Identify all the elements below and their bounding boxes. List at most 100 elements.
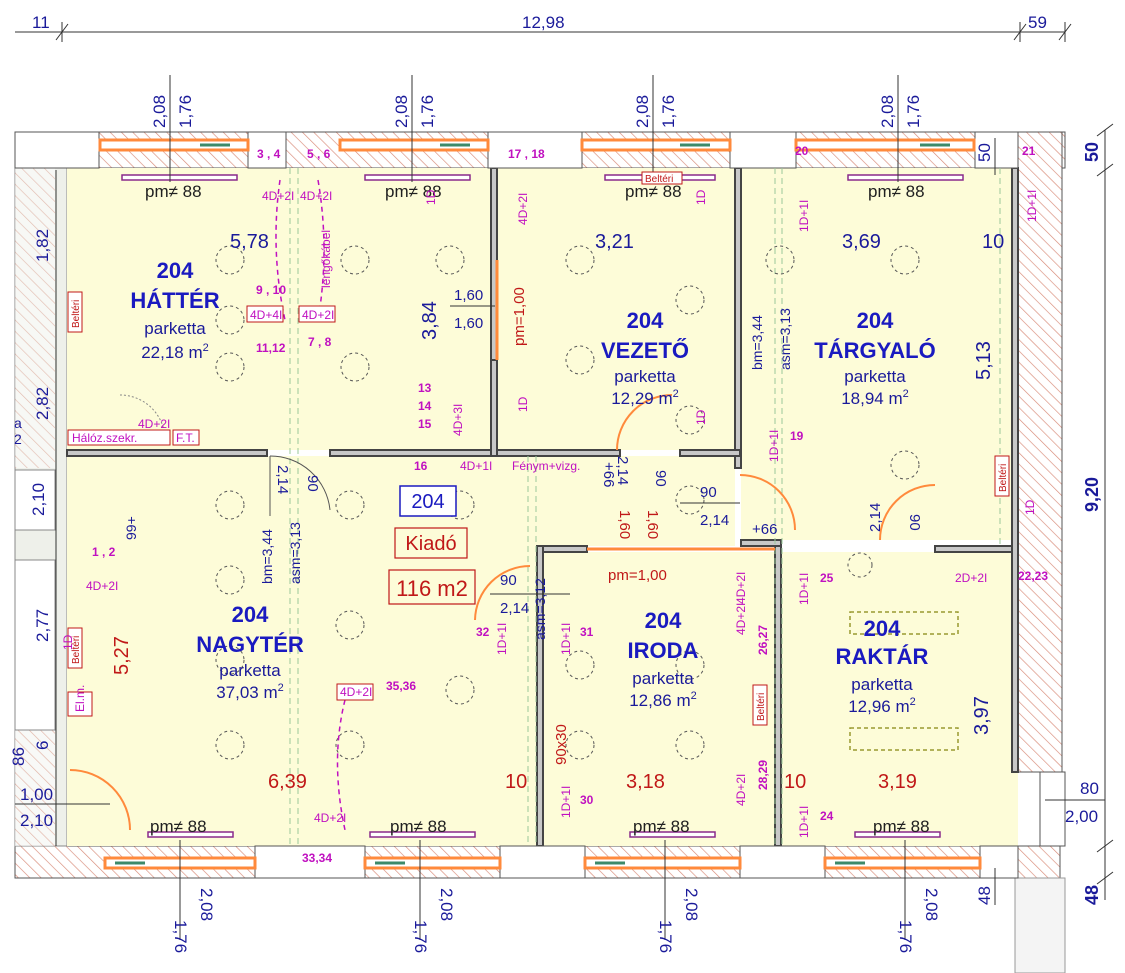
room-labels: 204 HÁTTÉR parketta 22,18 m2 204 VEZETŐ …: [130, 258, 935, 716]
window-top-3: [580, 138, 732, 152]
room-raktar: 204 RAKTÁR parketta 12,96 m2: [836, 616, 929, 716]
pm-labels: pm≠ 88 pm≠ 88 pm≠ 88 pm≠ 88 pm≠ 88 pm≠ 8…: [145, 182, 930, 836]
outlet-label: 4D+3I: [451, 404, 465, 436]
pm-label: pm≠ 88: [625, 182, 682, 201]
misc-labels: pm=1,00 pm=1,00 bm=3,44 asm=3,13 bm=3,44…: [123, 287, 793, 765]
room-name: VEZETŐ: [601, 338, 689, 363]
outlet-label: 4D+2I: [734, 603, 748, 635]
halozszekr-label: Hálóz.szekr.: [72, 431, 137, 445]
window-top-2: [338, 138, 490, 152]
room-fills: [67, 168, 1018, 846]
outlet-label: 4D+2I: [302, 308, 334, 322]
small-boxed-labels: Hálóz.szekr. F.T. El.m. Beltéri Beltéri …: [67, 171, 1048, 726]
door-label: 90: [906, 514, 923, 531]
room-height-nagyter: 5,27: [111, 636, 133, 675]
bm-label: bm=3,44: [749, 315, 765, 370]
room-extra-nagyter: 10: [505, 771, 527, 793]
room-area: 22,18 m2: [141, 342, 209, 362]
door-label: 90: [304, 475, 321, 492]
outlet-label: 4D+2I: [734, 774, 748, 806]
outlet-labels: 3 , 4 5 , 6 17 , 18 20 21 4D+2I 4D+2I 1D…: [61, 144, 1039, 865]
fenym-label: Fénym+vizg.: [512, 459, 580, 473]
door-size-label: 90x30: [553, 724, 570, 765]
unit-number: 204: [411, 491, 444, 513]
door-label: 2,14: [274, 465, 291, 494]
top-dimension-line: 11 12,98 59: [15, 13, 1072, 42]
cable-lines: [275, 179, 346, 831]
left-dimensions: 1,82 2,82 2,10 2,77 6 86 1,00 2,10 a 2: [9, 170, 110, 846]
top-window-dims: 2,08 1,76 2,08 1,76 2,08 1,76 2,08 1,76: [150, 75, 923, 182]
outlet-label: 16: [414, 459, 428, 473]
win-dim-a: 2,08: [392, 95, 411, 128]
door-label: 2,14: [700, 512, 729, 529]
room-targyalo: 204 TÁRGYALÓ parketta 18,94 m2: [814, 308, 935, 408]
left-dim-5: 6: [33, 741, 52, 750]
outlet-label: 35,36: [386, 679, 416, 693]
door-label: 1,60: [454, 315, 483, 332]
door-width: 80: [1080, 779, 1099, 798]
outlet-label: 1D: [61, 634, 75, 650]
win-dim-b: 2,08: [437, 888, 456, 921]
outlet-label: 2D+2I: [955, 571, 987, 585]
room-height-hatter: 3,84: [419, 301, 441, 340]
outlet-label: 4D+2I: [138, 417, 170, 431]
room-width-vezeto: 3,21: [595, 231, 634, 253]
window-top-1: [98, 138, 250, 152]
room-name: TÁRGYALÓ: [814, 338, 935, 363]
room-area: 12,96 m2: [848, 696, 916, 716]
door-label: +66: [600, 462, 617, 487]
outlet-label: 1D: [694, 409, 708, 425]
pm-label: pm≠ 88: [633, 817, 690, 836]
room-name: HÁTTÉR: [130, 288, 219, 313]
outlet-label: 5 , 6: [307, 147, 331, 161]
unit-area: 116 m2: [396, 576, 468, 601]
room-name: IRODA: [628, 638, 699, 663]
asm-label: asm=3,12: [532, 578, 548, 640]
room-name: NAGYTÉR: [196, 632, 304, 657]
ceiling-grid-lines: [289, 168, 1001, 846]
outlet-label: 1D+1I: [797, 806, 811, 838]
win-dim-a: 1,76: [411, 920, 430, 953]
outlet-label: 3 , 4: [257, 147, 281, 161]
window-bottom-4: [823, 856, 982, 870]
wall-dim-bottom: 48: [975, 886, 994, 905]
outlet-label: 33,34: [302, 851, 332, 865]
outlet-label: 4D+2I: [86, 579, 118, 593]
pm-100-label: pm=1,00: [608, 567, 667, 584]
unit-label: 204 Kiadó 116 m2: [388, 485, 476, 605]
win-dim-b: 2,08: [197, 888, 216, 921]
right-dim-total: 9,20: [1082, 477, 1102, 512]
room-vezeto: 204 VEZETŐ parketta 12,29 m2: [601, 308, 689, 408]
outlet-label: 9 , 10: [256, 283, 286, 297]
door-label: 90: [500, 572, 517, 589]
outlet-label: 15: [418, 417, 432, 431]
outlet-label: 30: [580, 793, 594, 807]
win-dim-a: 1,76: [896, 920, 915, 953]
room-floor: parketta: [844, 367, 906, 386]
unit-status: Kiadó: [405, 533, 456, 555]
outlet-label: 4D+1I: [460, 459, 492, 473]
belteri-label: Beltéri: [71, 300, 82, 328]
room-extra-targyalo: 10: [982, 231, 1004, 253]
win-dim-a: 1,76: [171, 920, 190, 953]
outlet-label: 7 , 8: [308, 335, 332, 349]
right-dimensions: 50 9,20 48 80 2,00 50 48: [975, 123, 1114, 905]
asm-label: asm=3,13: [777, 308, 793, 370]
win-dim-b: 1,76: [659, 95, 678, 128]
door-dimension-labels: 2,14 90 2,14 90 +66 90 2,14 +66 2,14 90 …: [274, 287, 923, 617]
room-iroda: 204 IRODA parketta 12,86 m2: [628, 608, 699, 710]
outlet-label: 1D+1I: [495, 623, 509, 655]
outlet-label: 32: [476, 625, 490, 639]
outlet-label: 4D+2I: [300, 189, 332, 203]
win-dim-b: 1,76: [176, 95, 195, 128]
belteri-label: Beltéri: [756, 693, 767, 721]
dim-total: 12,98: [522, 13, 565, 32]
wall-dim-top: 50: [975, 143, 994, 162]
outlet-label: 20: [795, 144, 809, 158]
door-label: 1,60: [644, 510, 661, 539]
bm-label: bm=3,44: [259, 529, 275, 584]
room-number: 204: [232, 602, 269, 627]
outlet-label: 4D+2I: [340, 685, 372, 699]
raktar-shelves: [849, 611, 959, 751]
win-dim-a: 2,08: [878, 95, 897, 128]
